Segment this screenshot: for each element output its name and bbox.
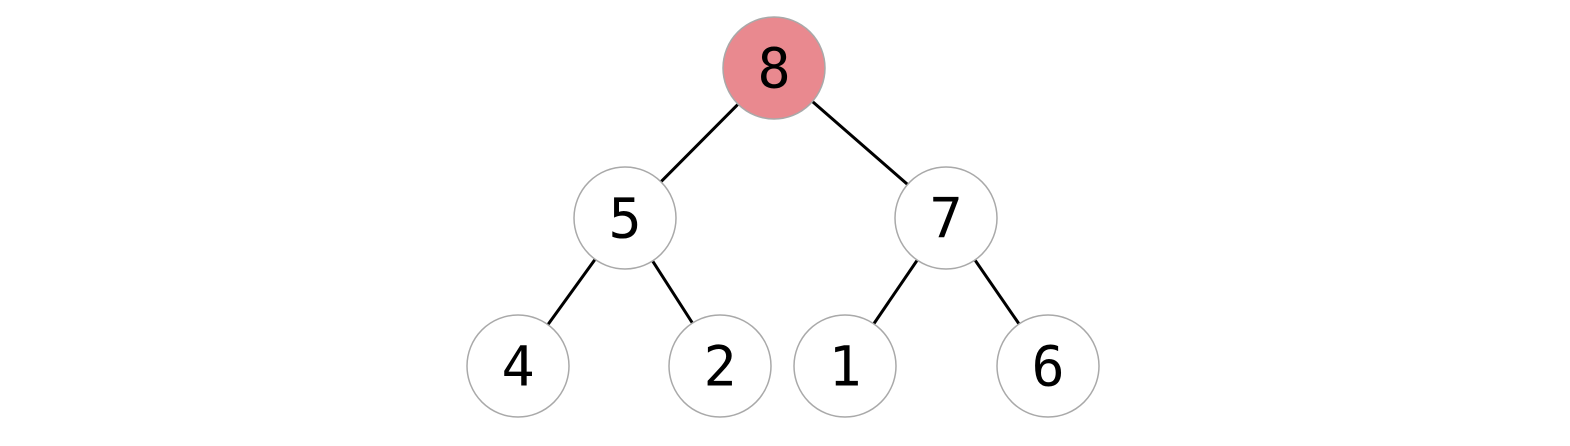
tree-node-6: 6 <box>996 314 1100 418</box>
node-circle <box>466 314 570 418</box>
node-circle <box>894 166 998 270</box>
node-label: 7 <box>929 186 962 250</box>
node-label: 1 <box>828 334 861 398</box>
node-circle-highlighted <box>722 16 826 120</box>
node-label: 2 <box>703 334 736 398</box>
tree-node-4: 4 <box>466 314 570 418</box>
node-circle <box>668 314 772 418</box>
node-circle <box>996 314 1100 418</box>
node-label: 8 <box>757 36 790 100</box>
node-circle <box>793 314 897 418</box>
node-circle <box>573 166 677 270</box>
node-label: 4 <box>501 334 534 398</box>
tree-node-1: 1 <box>793 314 897 418</box>
node-label: 6 <box>1031 334 1064 398</box>
tree-nodes: 8 5 7 4 2 1 6 <box>466 16 1100 418</box>
tree-node-7: 7 <box>894 166 998 270</box>
tree-node-8: 8 <box>722 16 826 120</box>
tree-node-5: 5 <box>573 166 677 270</box>
node-label: 5 <box>608 186 641 250</box>
tree-node-2: 2 <box>668 314 772 418</box>
